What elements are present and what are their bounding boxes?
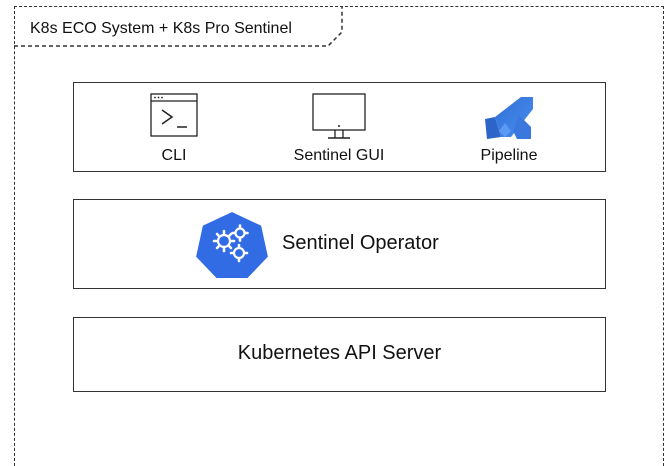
monitor-icon [279, 93, 399, 139]
kubernetes-operator-icon [191, 209, 273, 281]
api-server-label: Kubernetes API Server [237, 342, 442, 364]
client-cli: CLI [114, 83, 234, 171]
client-label-cli: CLI [161, 147, 187, 164]
api-server-box: Kubernetes API Server [73, 317, 606, 392]
terminal-icon [114, 93, 234, 139]
operator-box: Sentinel Operator [73, 199, 606, 289]
client-label-sentinel-gui: Sentinel GUI [293, 147, 385, 164]
client-label-pipeline: Pipeline [480, 147, 538, 164]
client-sentinel-gui: Sentinel GUI [279, 83, 399, 171]
ecosystem-frame [14, 6, 664, 466]
azure-pipelines-icon [449, 93, 569, 139]
frame-title-tab [14, 6, 344, 52]
client-pipeline: Pipeline [449, 83, 569, 171]
frame-title: K8s ECO System + K8s Pro Sentinel [30, 20, 292, 37]
clients-box: CLI Sentinel GUI [73, 82, 606, 172]
operator-label: Sentinel Operator [282, 232, 439, 254]
